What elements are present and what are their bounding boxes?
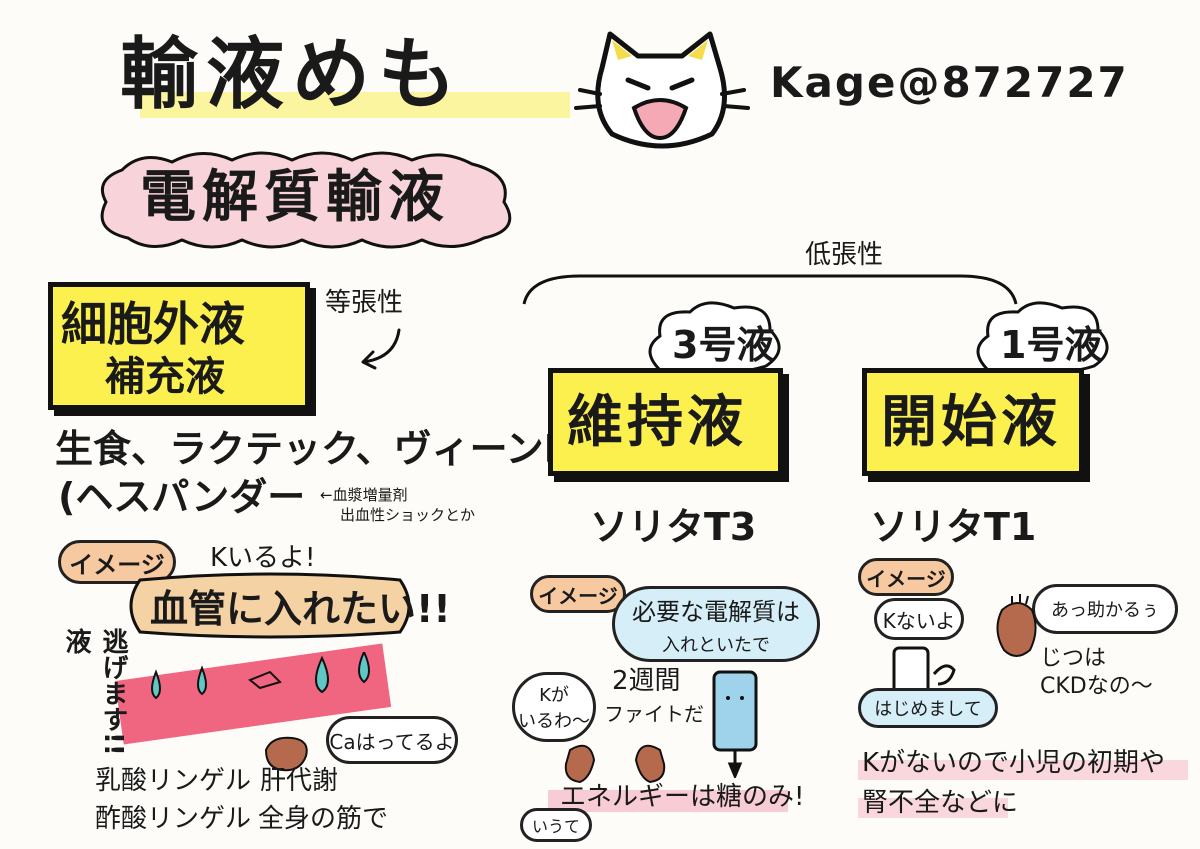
liver-icon (264, 736, 308, 772)
ecf-k-ok: Kいるよ! (210, 543, 316, 573)
maintenance-box-label: 維持液 (567, 390, 747, 455)
arrow-left-icon (361, 328, 401, 370)
ecf-image-label: イメージ (58, 540, 176, 584)
ecf-box-line1: 細胞外液 (61, 297, 245, 351)
maintenance-image-label: イメージ (530, 575, 626, 613)
isotonic-label: 等張性 (325, 288, 404, 318)
ecf-whole-body: 全身の筋で (258, 804, 389, 834)
starting-ckd-line1: じつは (1040, 646, 1107, 671)
ecf-speech: 血管に入れたい!! (150, 587, 451, 631)
ecf-liver: 肝代謝 (260, 766, 339, 796)
ecf-note-line1: ←血漿増量剤 (320, 486, 408, 504)
ecf-note-line2: 出血性ショックとか (340, 506, 476, 524)
maintenance-two-weeks-line2: ファイトだ (604, 702, 704, 726)
ecf-examples-line1: 生食、ラクテック、ヴィーンF (55, 427, 570, 471)
maintenance-energy: エネルギーは糖のみ! (560, 782, 805, 812)
kidneys-icon (564, 744, 666, 784)
ecf-escape-vertical: 逃げます!!液 (61, 628, 128, 756)
title-highlight (140, 92, 570, 118)
ecf-escape-text: 逃げます!!液 (58, 628, 128, 778)
water-drops-icon (151, 652, 370, 700)
iv-bag-icon (712, 670, 758, 778)
maintenance-product: ソリタT3 (590, 505, 757, 549)
starting-ckd-line2: CKDなの〜 (1040, 674, 1153, 699)
hypotonic-bracket (522, 274, 1018, 305)
starting-cloud-label: 1号液 (1000, 323, 1103, 367)
kidney-character-icon (996, 594, 1037, 657)
starting-relief: あっ助かるぅ (1032, 584, 1178, 634)
usage-highlight-2 (858, 798, 1008, 818)
starting-product: ソリタT1 (870, 505, 1037, 549)
section-title: 電解質輸液 (140, 165, 450, 230)
starting-hello: はじめまして (858, 688, 998, 728)
hypotonic-label: 低張性 (805, 240, 884, 270)
ecf-lactated: 乳酸リンゲル (95, 766, 252, 796)
starting-usage-line1: Kがないので小児の初期や (862, 748, 1166, 778)
maintenance-speech: 必要な電解質は 入れといたで (612, 586, 820, 662)
maintenance-two-weeks-line1: 2週間 (612, 666, 681, 696)
ecf-box: 細胞外液 補充液 (48, 282, 310, 410)
starting-usage-line2: 腎不全などに (862, 788, 1019, 818)
maintenance-speech-line1: 必要な電解質は (632, 597, 800, 626)
ecf-box-line2: 補充液 (105, 354, 225, 400)
maintenance-cloud-label: 3号液 (672, 323, 775, 367)
maintenance-reply: いうて (520, 808, 592, 842)
maintenance-k-need-line2: いるわ〜 (518, 711, 590, 732)
ecf-examples-line2: (ヘスパンダー (58, 475, 306, 519)
starting-box-label: 開始液 (881, 390, 1061, 455)
section-title-cloud (100, 151, 512, 249)
starting-image-label: イメージ (858, 558, 954, 596)
ecf-speech-bubble (129, 572, 411, 639)
maintenance-box: 維持液 (548, 368, 783, 476)
maintenance-k-need: Kが いるわ〜 (512, 672, 596, 742)
starting-k-none: Kないよ (874, 598, 964, 640)
maintenance-k-need-line1: Kが (539, 685, 569, 706)
ecf-ca-bubble: Caはってるよ (326, 716, 458, 764)
maintenance-speech-line2: 入れといたで (662, 634, 770, 656)
author-handle: Kage@872727 (770, 58, 1129, 107)
energy-highlight (548, 790, 788, 812)
starting-box: 開始液 (862, 368, 1084, 476)
ecf-acetated: 酢酸リンゲル (95, 804, 252, 834)
usage-highlight-1 (858, 760, 1188, 780)
page-title: 輸液めも (120, 30, 465, 120)
cat-face-icon (574, 31, 750, 149)
